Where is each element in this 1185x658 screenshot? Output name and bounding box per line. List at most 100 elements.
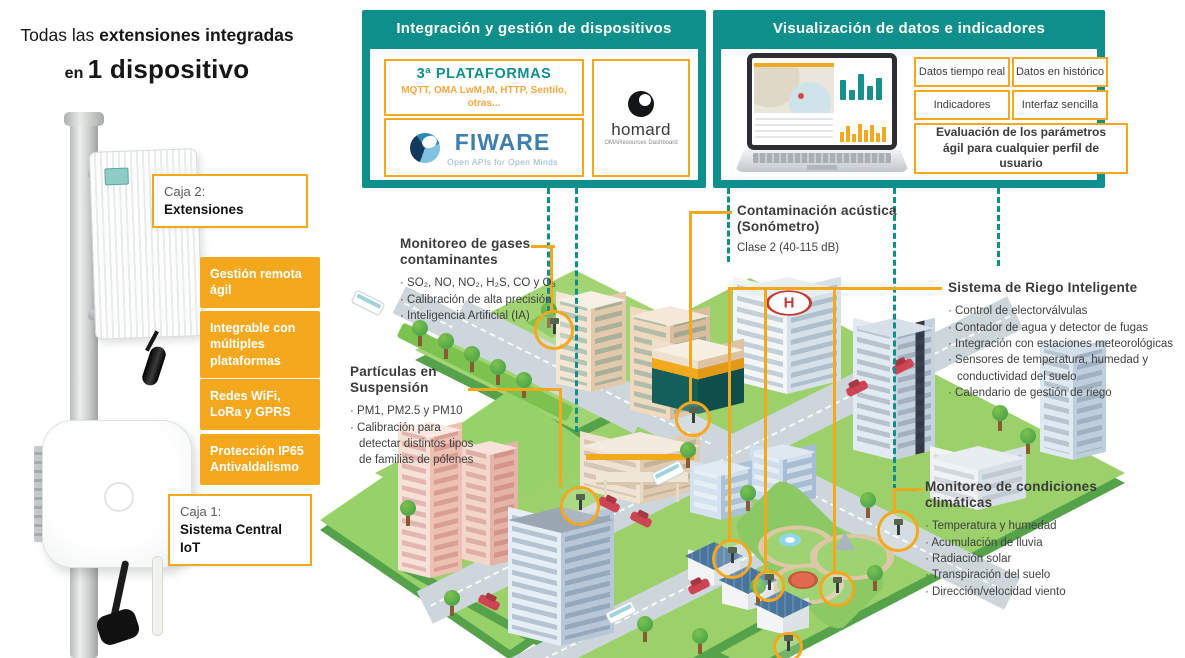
park-monument bbox=[835, 532, 855, 550]
feature-badge-remote: Gestión remota ágil bbox=[200, 257, 320, 308]
tree bbox=[740, 485, 756, 511]
dashboard-table bbox=[755, 118, 833, 142]
connector-gases bbox=[531, 245, 555, 248]
list-item: Sensores de temperatura, humedad y condu… bbox=[948, 352, 1183, 385]
laptop-screen bbox=[747, 53, 897, 150]
tree bbox=[400, 500, 416, 526]
canopy-column bbox=[604, 480, 607, 500]
callout-particles-list: PM1, PM2.5 y PM10 Calibración para detec… bbox=[350, 403, 482, 468]
tree bbox=[867, 565, 883, 591]
tree bbox=[860, 492, 876, 518]
list-item: Control de electorválvulas bbox=[948, 303, 1183, 319]
caja2-label: Caja 2: bbox=[164, 184, 206, 199]
title-line2-bold: 1 dispositivo bbox=[87, 54, 250, 85]
antenna bbox=[152, 556, 163, 636]
title-bold: extensiones integradas bbox=[99, 25, 294, 45]
platforms-box: 3ª PLATAFORMAS MQTT, OMA LwM₂M, HTTP, Se… bbox=[384, 59, 584, 116]
device-logo-chip bbox=[104, 167, 129, 186]
list-item: PM1, PM2.5 y PM10 bbox=[350, 403, 482, 419]
dashed-link-1 bbox=[547, 188, 550, 312]
callout-irrigation: Sistema de Riego Inteligente Control de … bbox=[948, 280, 1183, 401]
panel-integration-title: Integración y gestión de dispositivos bbox=[396, 20, 672, 37]
connector-acoustic bbox=[689, 211, 692, 402]
title-prefix: Todas las bbox=[20, 25, 100, 45]
connector-particles bbox=[559, 388, 562, 487]
feature-box-evaluation: Evaluación de los parámetros ágil para c… bbox=[914, 123, 1128, 174]
connector-weather bbox=[893, 488, 896, 511]
callout-acoustic: Contaminación acústica (Sonómetro) Clase… bbox=[737, 203, 907, 254]
title-line2-prefix: en bbox=[64, 65, 88, 83]
dashboard-mini-chart bbox=[840, 120, 892, 142]
tree bbox=[444, 590, 460, 616]
feature-box-history: Datos en histórico bbox=[1012, 57, 1108, 87]
connector-irrigation bbox=[833, 287, 836, 572]
pole-cap bbox=[64, 112, 104, 126]
connector-irrigation bbox=[764, 287, 767, 571]
caja1-label: Caja 1: bbox=[180, 504, 222, 519]
label-caja2: Caja 2: Extensiones bbox=[152, 174, 308, 228]
callout-weather: Monitoreo de condiciones climáticas Temp… bbox=[925, 479, 1125, 600]
caja1-name: Sistema Central IoT bbox=[180, 521, 283, 555]
fiware-box: FIWARE Open APIs for Open Minds bbox=[384, 118, 584, 177]
callout-acoustic-note: Clase 2 (40-115 dB) bbox=[737, 242, 840, 255]
panel-integration: Integración y gestión de dispositivos 3ª… bbox=[362, 10, 706, 188]
fiware-tagline: Open APIs for Open Minds bbox=[447, 156, 558, 167]
sensor-weather-marker bbox=[877, 510, 919, 552]
fiware-name: FIWARE bbox=[454, 128, 551, 155]
list-item: SO₂, NO, NO₂, H₂S, CO y O₃ bbox=[400, 275, 565, 291]
dashed-link-2 bbox=[575, 188, 578, 432]
list-item: Temperatura y humedad bbox=[925, 518, 1125, 534]
homard-tagline: OMAResources Dashboard bbox=[604, 139, 678, 146]
tree bbox=[992, 405, 1008, 431]
sensor-particles-marker bbox=[560, 486, 600, 526]
list-item: Integración con estaciones meteorológica… bbox=[948, 336, 1183, 352]
label-caja1: Caja 1: Sistema Central IoT bbox=[168, 494, 312, 566]
tree bbox=[1020, 428, 1036, 454]
homard-box: homard OMAResources Dashboard bbox=[592, 59, 690, 177]
dashed-link-4 bbox=[893, 188, 896, 490]
panel-visualization-title: Visualización de datos e indicadores bbox=[772, 20, 1046, 37]
building-office-1 bbox=[690, 460, 752, 520]
helipad-letter: H bbox=[783, 294, 795, 312]
gazebo bbox=[788, 571, 818, 589]
callout-gases-list: SO₂, NO, NO₂, H₂S, CO y O₃ Calibración d… bbox=[400, 275, 565, 324]
canopy-column bbox=[640, 482, 643, 502]
dashboard-bar-chart bbox=[840, 66, 890, 100]
cable-plug bbox=[94, 606, 142, 648]
callout-gases: Monitoreo de gases contaminantes SO₂, NO… bbox=[400, 236, 565, 324]
connector-particles bbox=[468, 388, 562, 391]
sound-meter-microphone bbox=[140, 344, 168, 388]
homard-name: homard bbox=[611, 119, 671, 139]
feature-badge-protection: Protección IP65 Antivaldalismo bbox=[200, 434, 320, 485]
feature-badge-integrable: Integrable con múltiples plataformas bbox=[200, 311, 320, 378]
sensor-irrigation-marker-2 bbox=[753, 570, 785, 602]
laptop-image bbox=[735, 53, 909, 177]
connector-weather bbox=[895, 488, 923, 491]
canopy-column bbox=[676, 484, 679, 502]
sensor-irrigation-marker-3 bbox=[819, 571, 855, 607]
callout-particles-title: Partículas en Suspensión bbox=[350, 364, 437, 396]
helipad: H bbox=[766, 290, 812, 316]
tree bbox=[637, 616, 653, 642]
building-beige-1 bbox=[556, 291, 626, 392]
dashed-link-3 bbox=[727, 188, 730, 262]
sensor-irrigation-marker-1 bbox=[712, 539, 752, 579]
callout-gases-title: Monitoreo de gases contaminantes bbox=[400, 236, 531, 268]
tree bbox=[680, 442, 696, 468]
tree bbox=[490, 359, 506, 385]
callout-weather-list: Temperatura y humedad Acumulación de llu… bbox=[925, 518, 1125, 600]
callout-acoustic-title: Contaminación acústica (Sonómetro) bbox=[737, 203, 897, 235]
building-blue-large bbox=[508, 506, 614, 646]
callout-particles: Partículas en Suspensión PM1, PM2.5 y PM… bbox=[350, 364, 482, 469]
station-sign bbox=[586, 454, 694, 460]
homard-logo-icon bbox=[628, 90, 654, 117]
device-logo-ring bbox=[104, 482, 134, 512]
panel-integration-body: 3ª PLATAFORMAS MQTT, OMA LwM₂M, HTTP, Se… bbox=[370, 49, 698, 180]
building-low-white bbox=[930, 446, 1026, 510]
feature-box-realtime: Datos tiempo real bbox=[914, 57, 1010, 87]
list-item: Acumulación de lluvia bbox=[925, 535, 1125, 551]
connector-acoustic bbox=[689, 211, 732, 214]
tree bbox=[464, 346, 480, 372]
list-item: Dirección/velocidad viento bbox=[925, 584, 1125, 600]
